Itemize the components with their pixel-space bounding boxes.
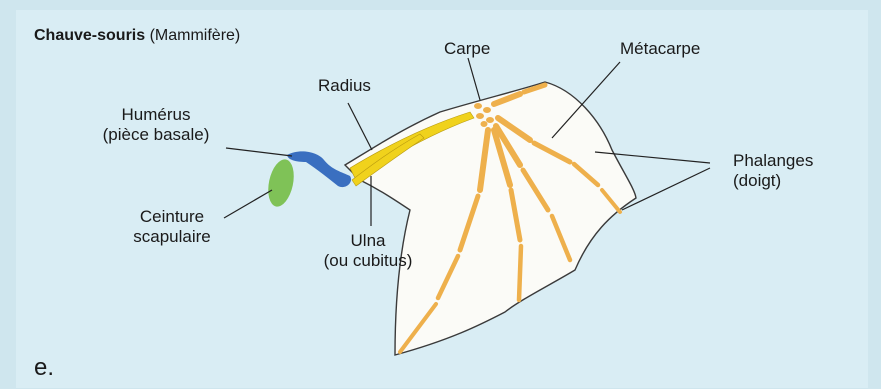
label-ulna: Ulna (ou cubitus) — [308, 231, 428, 271]
label-ulna-line2: (ou cubitus) — [308, 251, 428, 271]
label-humerus: Humérus (pièce basale) — [86, 105, 226, 145]
label-humerus-line2: (pièce basale) — [86, 125, 226, 145]
label-ceinture-line2: scapulaire — [114, 227, 230, 247]
figure-letter: e. — [34, 354, 54, 382]
humerus-bone — [287, 151, 351, 187]
label-phalanges-line2: (doigt) — [733, 171, 813, 191]
scapula-bone — [264, 157, 297, 209]
label-humerus-line1: Humérus — [86, 105, 226, 125]
label-ulna-line1: Ulna — [308, 231, 428, 251]
title-group: (Mammifère) — [150, 27, 241, 44]
label-metacarpe: Métacarpe — [620, 39, 700, 59]
label-radius: Radius — [318, 76, 371, 96]
label-phalanges: Phalanges (doigt) — [733, 151, 813, 191]
title-species: Chauve-souris — [34, 27, 145, 44]
label-phalanges-line1: Phalanges — [733, 151, 813, 171]
label-carpe: Carpe — [444, 39, 490, 59]
label-ceinture: Ceinture scapulaire — [114, 207, 230, 247]
label-ceinture-line1: Ceinture — [114, 207, 230, 227]
diagram-title: Chauve-souris (Mammifère) — [34, 26, 240, 46]
